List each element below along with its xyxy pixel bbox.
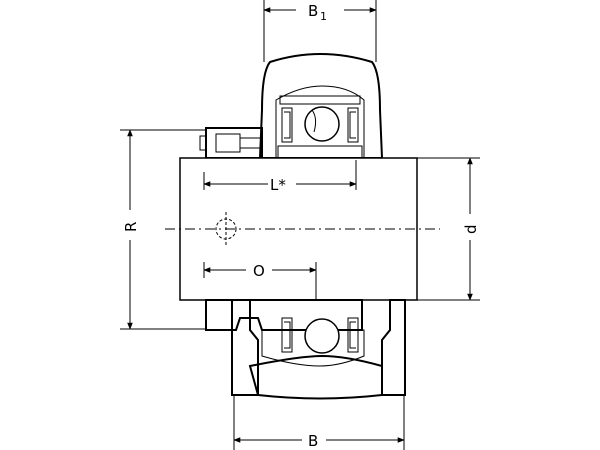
bottom-seal-left	[281, 317, 293, 353]
top-outer-ring	[279, 95, 361, 105]
dimension-d-label: d	[462, 224, 480, 234]
dimension-d: d	[417, 157, 480, 301]
dimension-l-star-label: L*	[270, 176, 286, 194]
dimension-r-label: R	[122, 222, 140, 232]
bottom-housing-body	[248, 354, 383, 400]
dimension-o-label: O	[253, 262, 265, 280]
dimension-b1-label: B	[308, 2, 318, 20]
dimension-l-star: L*	[203, 160, 357, 194]
top-bearing-cavity	[275, 85, 365, 159]
bottom-flange-right	[381, 299, 406, 396]
top-inner-ring	[277, 145, 363, 159]
top-seal-right	[347, 107, 359, 143]
bottom-seal-right	[347, 317, 359, 353]
bottom-inner-ring	[205, 299, 363, 331]
bottom-bearing-ball	[304, 318, 340, 354]
bottom-housing-section	[205, 299, 406, 400]
top-grease-nipple	[205, 127, 263, 159]
top-seal-left	[281, 107, 293, 143]
dimension-b1-subscript: 1	[320, 10, 327, 23]
dimension-b1: B 1	[263, 0, 377, 62]
dimension-b: B	[233, 396, 405, 450]
top-housing-section	[199, 53, 384, 159]
shaft	[165, 157, 440, 301]
dimension-b-label: B	[308, 432, 318, 450]
top-housing-body	[258, 53, 384, 159]
dimension-r: R	[120, 129, 206, 330]
dimension-o: O	[203, 262, 317, 300]
top-bearing-ball	[304, 106, 340, 142]
